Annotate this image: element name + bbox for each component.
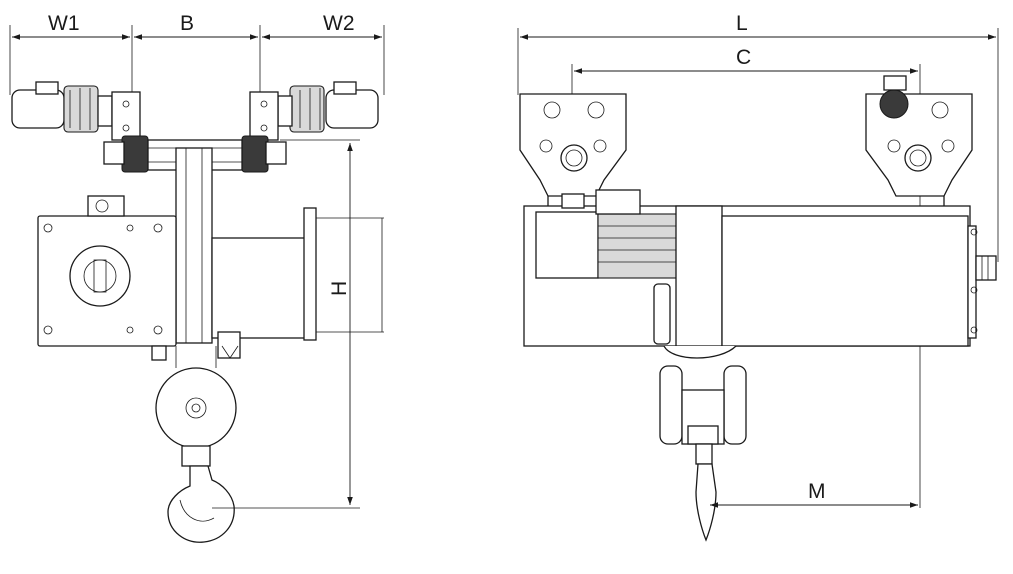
- hook-block-front: [653, 283, 747, 542]
- height-dimension: H: [212, 139, 360, 509]
- hoist-frame: [523, 189, 997, 347]
- trolley-right: [865, 75, 973, 197]
- trolley-plate-left: [111, 91, 141, 141]
- central-hanger: [175, 147, 213, 344]
- dim-label-c: C: [736, 46, 751, 69]
- trolley-left: [519, 93, 627, 197]
- trolley-plate-right: [249, 91, 279, 141]
- front-view: L C: [517, 12, 999, 542]
- trolley-motor-right: [277, 81, 379, 133]
- side-view: W1 B W2: [9, 12, 385, 543]
- gearbox-housing: [37, 195, 177, 347]
- width-dimensions: W1 B W2: [9, 12, 385, 95]
- dim-label-h: H: [328, 281, 351, 296]
- dim-label-w1: W1: [48, 12, 80, 35]
- dim-label-w2: W2: [323, 12, 355, 35]
- dim-label-m: M: [808, 480, 826, 503]
- hook-block-side: [155, 346, 237, 543]
- rope-drum-side: [151, 207, 384, 361]
- dim-label-l: L: [736, 12, 748, 35]
- dim-label-b: B: [180, 12, 194, 35]
- trolley-motor-left: [11, 81, 113, 133]
- m-dimension: M: [710, 480, 918, 508]
